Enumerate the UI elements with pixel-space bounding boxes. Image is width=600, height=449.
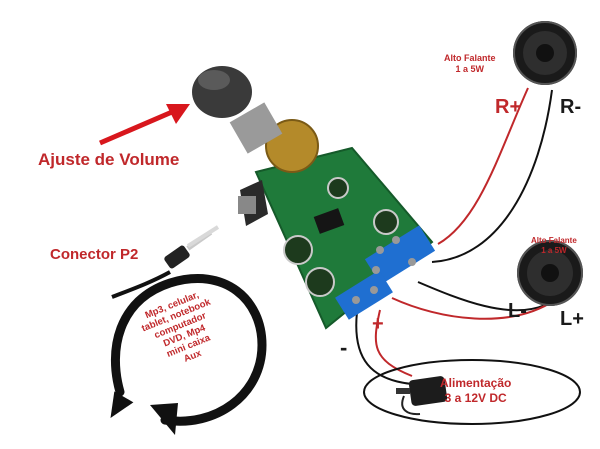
power-supply-outline [363,359,581,425]
speaker-left-icon [517,240,583,306]
l-plus-label: L+ [560,308,584,330]
speaker-right-label: Alto Falante 1 a 5W [444,53,496,75]
power-minus-label: - [340,335,348,360]
power-adapter-icon [396,376,448,416]
r-plus-label: R+ [495,96,522,118]
red-arrow-icon [99,104,190,146]
p2-connector [111,225,220,299]
amplifier-board [238,146,436,330]
wire-r-plus [437,87,529,245]
wire-l-plus [391,297,556,320]
volume-adjust-label: Ajuste de Volume [38,150,180,169]
speaker-right-label-line: Alto Falante [444,53,496,63]
volume-knob-icon [192,66,319,173]
circular-arrow-icon [110,274,267,435]
wire-power-plus [374,309,413,377]
wire-l-minus [417,281,546,312]
speaker-left-label: Alto Falante 1 a 5W [531,236,577,256]
power-supply-label-line: 3 a 12V DC [444,391,507,405]
l-minus-label: L- [508,300,527,322]
wire-power-minus [355,311,413,385]
p2-connector-label: Conector P2 [50,246,139,263]
r-minus-label: R- [560,96,582,118]
speaker-left-label-line: 1 a 5W [541,246,567,255]
speaker-right-label-line: 1 a 5W [455,64,485,74]
speaker-right-icon [513,21,577,85]
power-supply-label-line: Alimentação [440,376,512,390]
power-supply-label: Alimentação 3 a 12V DC [440,376,511,406]
speaker-left-label-line: Alto Falante [531,236,577,245]
wire-r-minus [431,89,553,263]
power-plus-label: + [372,313,384,335]
